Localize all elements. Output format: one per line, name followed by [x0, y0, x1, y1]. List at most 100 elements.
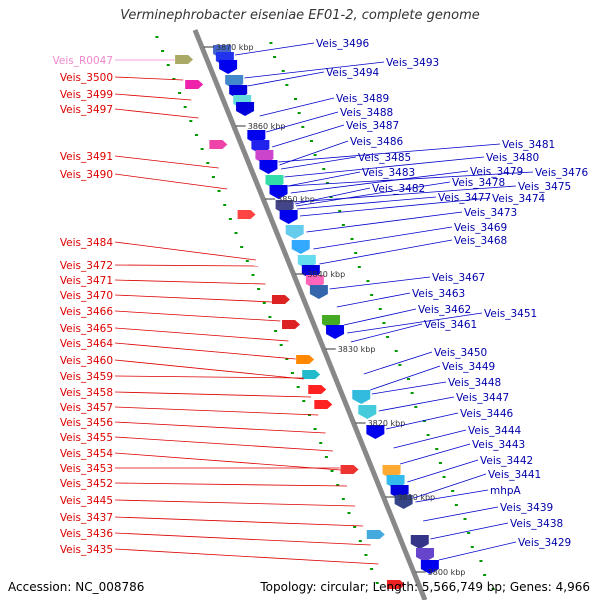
left-leader-line — [114, 436, 333, 452]
left-gene-label: Veis_3497 — [60, 104, 113, 116]
gc-mark — [313, 154, 317, 156]
right-gene-label: Veis_3438 — [510, 518, 563, 530]
left-gene-label: Veis_3484 — [60, 237, 114, 249]
left-leader-line — [114, 173, 228, 190]
right-gene-label: Veis_3442 — [480, 455, 533, 467]
right-gene-label: Veis_3441 — [488, 469, 541, 481]
gc-mark — [279, 344, 283, 346]
right-gene-label: Veis_3487 — [346, 120, 399, 132]
gc-mark — [200, 148, 204, 150]
reverse-gene-arrow — [285, 225, 304, 239]
gc-mark — [414, 406, 418, 408]
gc-mark — [435, 448, 439, 450]
reverse-gene-arrow — [309, 285, 328, 299]
right-gene-label: Veis_3443 — [472, 439, 525, 451]
gc-mark — [470, 546, 474, 548]
left-leader-line — [114, 342, 296, 360]
left-gene-label: Veis_3457 — [60, 402, 113, 414]
right-gene-label: Veis_3488 — [340, 107, 393, 119]
left-leader-line — [114, 406, 319, 416]
right-leader-line — [336, 292, 411, 308]
gc-mark — [357, 266, 361, 268]
right-gene-label: Veis_3494 — [326, 67, 380, 79]
right-leader-line — [385, 412, 459, 430]
gc-mark — [217, 190, 221, 192]
gc-mark — [325, 182, 329, 184]
left-leader-line — [114, 548, 379, 565]
right-leader-line — [400, 443, 471, 465]
left-gene-label: Veis_3454 — [60, 448, 114, 460]
forward-gene-arrow — [340, 465, 359, 474]
right-gene-label: Veis_3481 — [502, 139, 555, 151]
left-gene-label: Veis_3435 — [60, 544, 113, 556]
left-leader-line — [114, 310, 281, 322]
reverse-gene-arrow — [420, 560, 439, 574]
gc-mark — [257, 288, 261, 290]
gene-feature-layer — [175, 45, 439, 589]
reverse-gene-arrow — [352, 390, 371, 404]
right-gene-label: Veis_3429 — [518, 537, 571, 549]
gc-mark — [281, 70, 285, 72]
left-leader-line — [114, 327, 289, 342]
forward-gene-arrow — [314, 400, 333, 409]
left-gene-label: Veis_3466 — [60, 306, 114, 318]
right-gene-label: Veis_3447 — [456, 392, 509, 404]
right-leader-line — [393, 429, 467, 449]
left-leader-line — [114, 264, 259, 267]
forward-gene-arrow — [209, 140, 228, 149]
left-leader-line — [114, 241, 256, 261]
right-leader-line — [371, 381, 447, 395]
tick-label: 3850 kbp — [277, 195, 315, 204]
gc-mark — [268, 316, 272, 318]
forward-gene-arrow — [366, 530, 385, 539]
right-leader-line — [378, 396, 455, 412]
gc-mark — [483, 574, 487, 576]
right-gene-label: Veis_3493 — [386, 57, 439, 69]
right-leader-line — [350, 323, 423, 343]
right-gene-label: Veis_3482 — [372, 183, 425, 195]
right-leader-line — [415, 489, 489, 503]
gc-mark — [228, 218, 232, 220]
gc-mark — [438, 462, 442, 464]
gc-mark — [302, 400, 306, 402]
right-gene-label: Veis_3473 — [464, 207, 517, 219]
genome-stats-text: Topology: circular; Length: 5,566,749 bp… — [260, 580, 590, 594]
right-gene-label: Veis_3463 — [412, 288, 465, 300]
gc-mark — [370, 568, 374, 570]
gene-label-layer: Veis_R0047Veis_3500Veis_3499Veis_3497Vei… — [53, 38, 589, 556]
gc-mark — [426, 434, 430, 436]
left-leader-line — [114, 482, 348, 487]
right-gene-label: Veis_3478 — [452, 177, 505, 189]
right-leader-line — [287, 171, 361, 187]
forward-gene-arrow — [271, 295, 290, 304]
left-leader-line — [114, 93, 192, 101]
tick-label: 3800 kbp — [428, 568, 466, 577]
reverse-gene-arrow — [416, 548, 435, 562]
forward-gene-arrow — [175, 55, 194, 64]
left-leader-line — [114, 76, 184, 81]
right-gene-label: Veis_3449 — [442, 361, 495, 373]
right-leader-line — [430, 522, 509, 540]
gc-mark — [354, 252, 358, 254]
gc-mark — [297, 112, 301, 114]
right-gene-label: Veis_3446 — [460, 408, 514, 420]
left-gene-label: Veis_3445 — [60, 495, 113, 507]
tick-label: 3820 kbp — [368, 419, 406, 428]
right-gene-label: Veis_3486 — [350, 136, 404, 148]
left-leader-line — [114, 155, 219, 169]
left-gene-label: Veis_3465 — [60, 323, 113, 335]
left-leader-line — [114, 516, 364, 527]
gc-mark — [178, 92, 182, 94]
right-leader-line — [295, 181, 451, 207]
left-gene-label: Veis_3464 — [60, 338, 114, 350]
backbone-layer — [192, 29, 428, 600]
left-gene-label: Veis_3471 — [60, 275, 113, 287]
gc-mark — [370, 294, 374, 296]
forward-gene-arrow — [386, 580, 405, 589]
right-gene-label: Veis_3461 — [424, 319, 477, 331]
forward-gene-arrow — [282, 320, 301, 329]
left-gene-label: Veis_3456 — [60, 417, 114, 429]
right-gene-label: Veis_3451 — [484, 308, 537, 320]
gc-mark — [172, 78, 176, 80]
right-leader-line — [281, 156, 357, 170]
